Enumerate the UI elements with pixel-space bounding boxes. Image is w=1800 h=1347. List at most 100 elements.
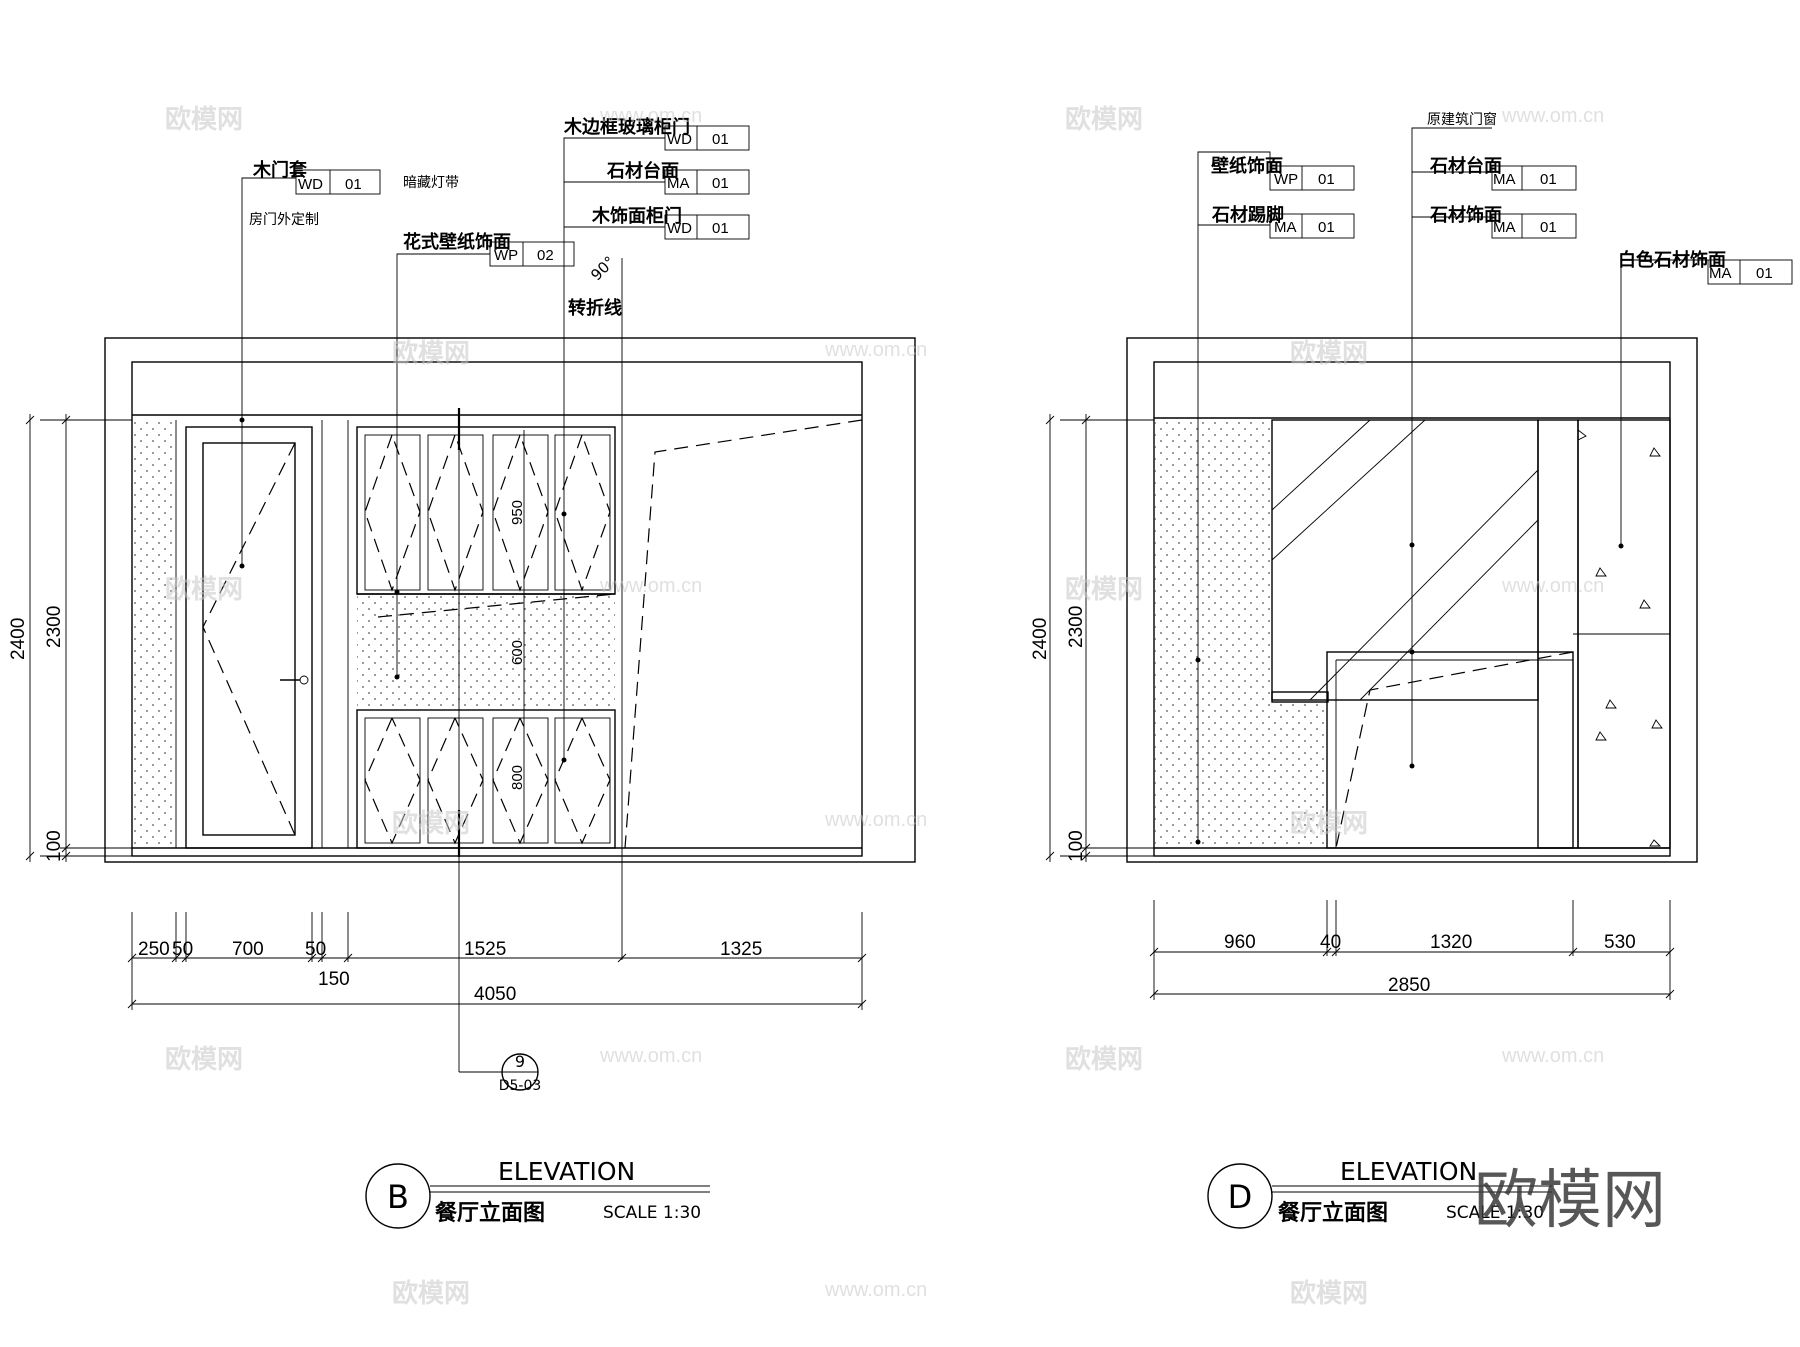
dim-b-150: 150 [318, 969, 350, 990]
tag-d-skirting-num: 01 [1318, 219, 1335, 236]
callout-d-wallpaper: 壁纸饰面 [1211, 155, 1283, 177]
callout-d-white-stone: 白色石材饰面 [1618, 249, 1726, 271]
horizontal-dims-b [127, 912, 867, 1010]
dim-b-mid: 600 [509, 640, 526, 665]
title-d-scale: SCALE 1:30 [1446, 1203, 1544, 1223]
dim-b-wall-height: 2300 [44, 606, 65, 648]
callout-d-stone-top: 石材台面 [1429, 155, 1502, 177]
callout-angle: 90° [587, 253, 619, 285]
dim-b-50a: 50 [172, 939, 193, 960]
dim-d-1320: 1320 [1430, 932, 1472, 953]
tag-d-stone-top-num: 01 [1540, 171, 1557, 188]
elevation-d: 壁纸饰面 WP 01 石材踢脚 MA 01 原建筑门窗 石材台面 MA 01 石… [1030, 111, 1793, 1229]
title-d-name: 餐厅立面图 [1278, 1200, 1388, 1226]
callout-fold-line: 转折线 [568, 297, 622, 319]
dim-b-total-height: 2400 [8, 618, 29, 660]
tag-stone-top-code: MA [667, 175, 690, 192]
watermark-url-3: www.om.cn [824, 339, 927, 361]
title-b-heading: ELEVATION [498, 1157, 635, 1186]
horizontal-dims-d [1149, 900, 1675, 1000]
dim-b-50b: 50 [305, 939, 326, 960]
dim-b-total: 4050 [474, 984, 516, 1005]
dim-b-250: 250 [138, 939, 170, 960]
watermark-brand-12: 欧模网 [1290, 1278, 1368, 1309]
watermark-url-7: www.om.cn [824, 809, 927, 831]
watermark-brand-6: 欧模网 [1065, 574, 1143, 605]
tag-wallpaper-code: WP [494, 247, 518, 264]
title-b-scale: SCALE 1:30 [603, 1203, 701, 1223]
watermark-corner-logo: 欧模网 [1474, 1164, 1666, 1238]
dim-b-1325: 1325 [720, 939, 762, 960]
dim-b-base-height: 100 [44, 830, 65, 862]
callout-wood-door: 木饰面柜门 [591, 205, 682, 227]
upper-glass-cabinet [356, 426, 616, 595]
title-b-name: 餐厅立面图 [435, 1200, 545, 1226]
leaders-b [239, 137, 665, 960]
title-block-b [365, 1163, 710, 1229]
tag-d-wallpaper-code: WP [1274, 171, 1298, 188]
callout-wallpaper: 花式壁纸饰面 [403, 231, 511, 253]
watermark-brand-4: 欧模网 [1290, 338, 1368, 369]
watermark-url-2: www.om.cn [1501, 105, 1604, 127]
dim-d-base-height: 100 [1066, 830, 1087, 862]
wallpaper-panel-left [132, 420, 176, 848]
watermark-brand-3: 欧模网 [392, 338, 470, 369]
tag-d-stone-face-num: 01 [1540, 219, 1557, 236]
callout-d-stone-face: 石材饰面 [1429, 204, 1502, 226]
watermark-brand-7: 欧模网 [392, 808, 470, 839]
tag-door-casing-code: WD [298, 176, 323, 193]
dim-b-lower: 800 [509, 765, 526, 790]
watermarks: 欧模网 www.om.cn 欧模网 www.om.cn 欧模网 www.om.c… [165, 104, 1604, 1309]
wallpaper-lower-d [1272, 700, 1327, 848]
dim-d-960: 960 [1224, 932, 1256, 953]
tag-d-stone-face-code: MA [1493, 219, 1516, 236]
watermark-url-9: www.om.cn [599, 1045, 702, 1067]
white-stone-column [1537, 419, 1671, 849]
tag-wood-door-num: 01 [712, 220, 729, 237]
tag-d-skirting-code: MA [1274, 219, 1297, 236]
callout-d-window: 原建筑门窗 [1427, 111, 1497, 128]
tag-stone-top-num: 01 [712, 175, 729, 192]
watermark-url-11: www.om.cn [824, 1279, 927, 1301]
elevation-b: 9 D5-03 木 [8, 116, 916, 1229]
watermark-brand-8: 欧模网 [1290, 808, 1368, 839]
tag-d-wallpaper-num: 01 [1318, 171, 1335, 188]
title-block-d [1207, 1163, 1552, 1229]
callout-glass-door: 木边框玻璃柜门 [563, 116, 690, 138]
title-d-heading: ELEVATION [1340, 1157, 1477, 1186]
watermark-brand-11: 欧模网 [392, 1278, 470, 1309]
dim-d-530: 530 [1604, 932, 1636, 953]
dim-b-1525: 1525 [464, 939, 506, 960]
tag-wallpaper-num: 02 [537, 247, 554, 264]
title-d-letter: D [1228, 1178, 1253, 1216]
section-number: 9 [515, 1052, 525, 1071]
tag-door-casing-num: 01 [345, 176, 362, 193]
wallpaper-panel-mid [357, 594, 615, 710]
section-sheet: D5-03 [499, 1078, 542, 1094]
callout-d-skirting: 石材踢脚 [1211, 204, 1284, 226]
watermark-url-6: www.om.cn [1501, 575, 1604, 597]
tag-d-white-stone-code: MA [1709, 265, 1732, 282]
watermark-url-1: www.om.cn [599, 105, 702, 127]
vertical-dims-d [1045, 414, 1154, 862]
watermark-brand-5: 欧模网 [165, 574, 243, 605]
watermark-url-10: www.om.cn [1501, 1045, 1604, 1067]
callout-door-note: 房门外定制 [249, 212, 319, 228]
tag-glass-door-num: 01 [712, 131, 729, 148]
watermark-url-5: www.om.cn [599, 575, 702, 597]
dim-d-40: 40 [1320, 932, 1341, 953]
dim-d-total: 2850 [1388, 975, 1430, 996]
callout-hidden-light: 暗藏灯带 [403, 175, 459, 191]
watermark-brand-9: 欧模网 [165, 1044, 243, 1075]
dim-b-700: 700 [232, 939, 264, 960]
watermark-brand-2: 欧模网 [1065, 104, 1143, 135]
door [175, 420, 323, 849]
leaders-d [1195, 127, 1708, 845]
watermark-brand-1: 欧模网 [165, 104, 243, 135]
dim-d-total-height: 2400 [1030, 618, 1051, 660]
callout-stone-top: 石材台面 [606, 160, 679, 182]
dim-b-upper: 950 [509, 500, 526, 525]
watermark-brand-10: 欧模网 [1065, 1044, 1143, 1075]
callout-door-casing: 木门套 [252, 159, 307, 181]
